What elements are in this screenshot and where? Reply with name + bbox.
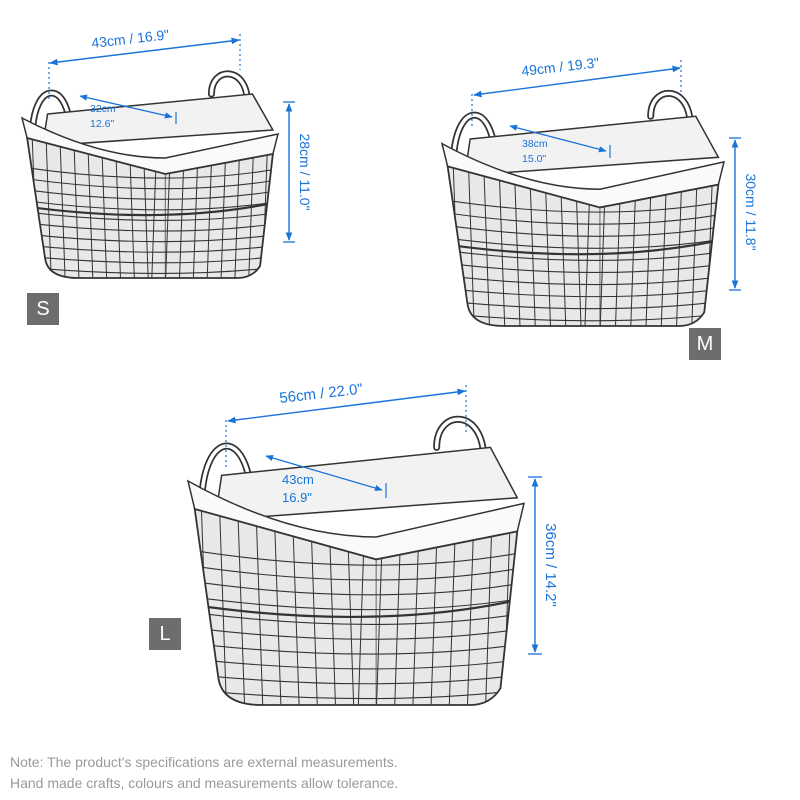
basket-medium-width-label: 49cm / 19.3" (521, 54, 600, 79)
basket-medium-drawing (440, 89, 726, 327)
basket-large-width-arrow (227, 388, 466, 424)
basket-small-width-label: 43cm / 16.9" (91, 26, 170, 51)
basket-large-depth-label-in: 16.9" (282, 490, 312, 505)
basket-small-depth-arrow (79, 94, 173, 119)
note-line-2: Hand made crafts, colours and measuremen… (10, 775, 399, 791)
basket-medium-depth-arrow (509, 124, 607, 153)
basket-large: 56cm / 22.0" 43cm 16.9" 36cm / 14.2" (186, 381, 559, 706)
basket-small-width-arrow (49, 37, 240, 66)
basket-small-height-label: 28cm / 11.0" (297, 133, 313, 210)
basket-large-drawing (186, 415, 526, 706)
basket-medium-depth-label-cm: 38cm (522, 138, 548, 150)
basket-large-width-label: 56cm / 22.0" (279, 381, 364, 407)
basket-large-depth-arrow (265, 454, 383, 492)
basket-small-depth-label-cm: 32cm (90, 103, 116, 115)
basket-small: 43cm / 16.9" 32cm 12.6" 28cm / 11.0" (20, 26, 313, 279)
basket-small-depth-label-in: 12.6" (90, 118, 114, 130)
size-badge-medium: M (689, 328, 721, 360)
note-line-1: Note: The product's specifications are e… (10, 754, 398, 770)
basket-medium-height-label: 30cm / 11.8" (743, 173, 759, 250)
basket-medium-depth-label-in: 15.0" (522, 153, 546, 165)
basket-large-depth-label-cm: 43cm (282, 472, 314, 487)
basket-medium: 49cm / 19.3" 38cm 15.0" 30cm / 11.8" (440, 54, 759, 327)
size-badge-small: S (27, 293, 59, 325)
basket-medium-width-arrow (473, 65, 681, 98)
basket-large-height-label: 36cm / 14.2" (542, 523, 559, 607)
basket-small-drawing (20, 70, 280, 279)
size-badge-large: L (149, 618, 181, 650)
